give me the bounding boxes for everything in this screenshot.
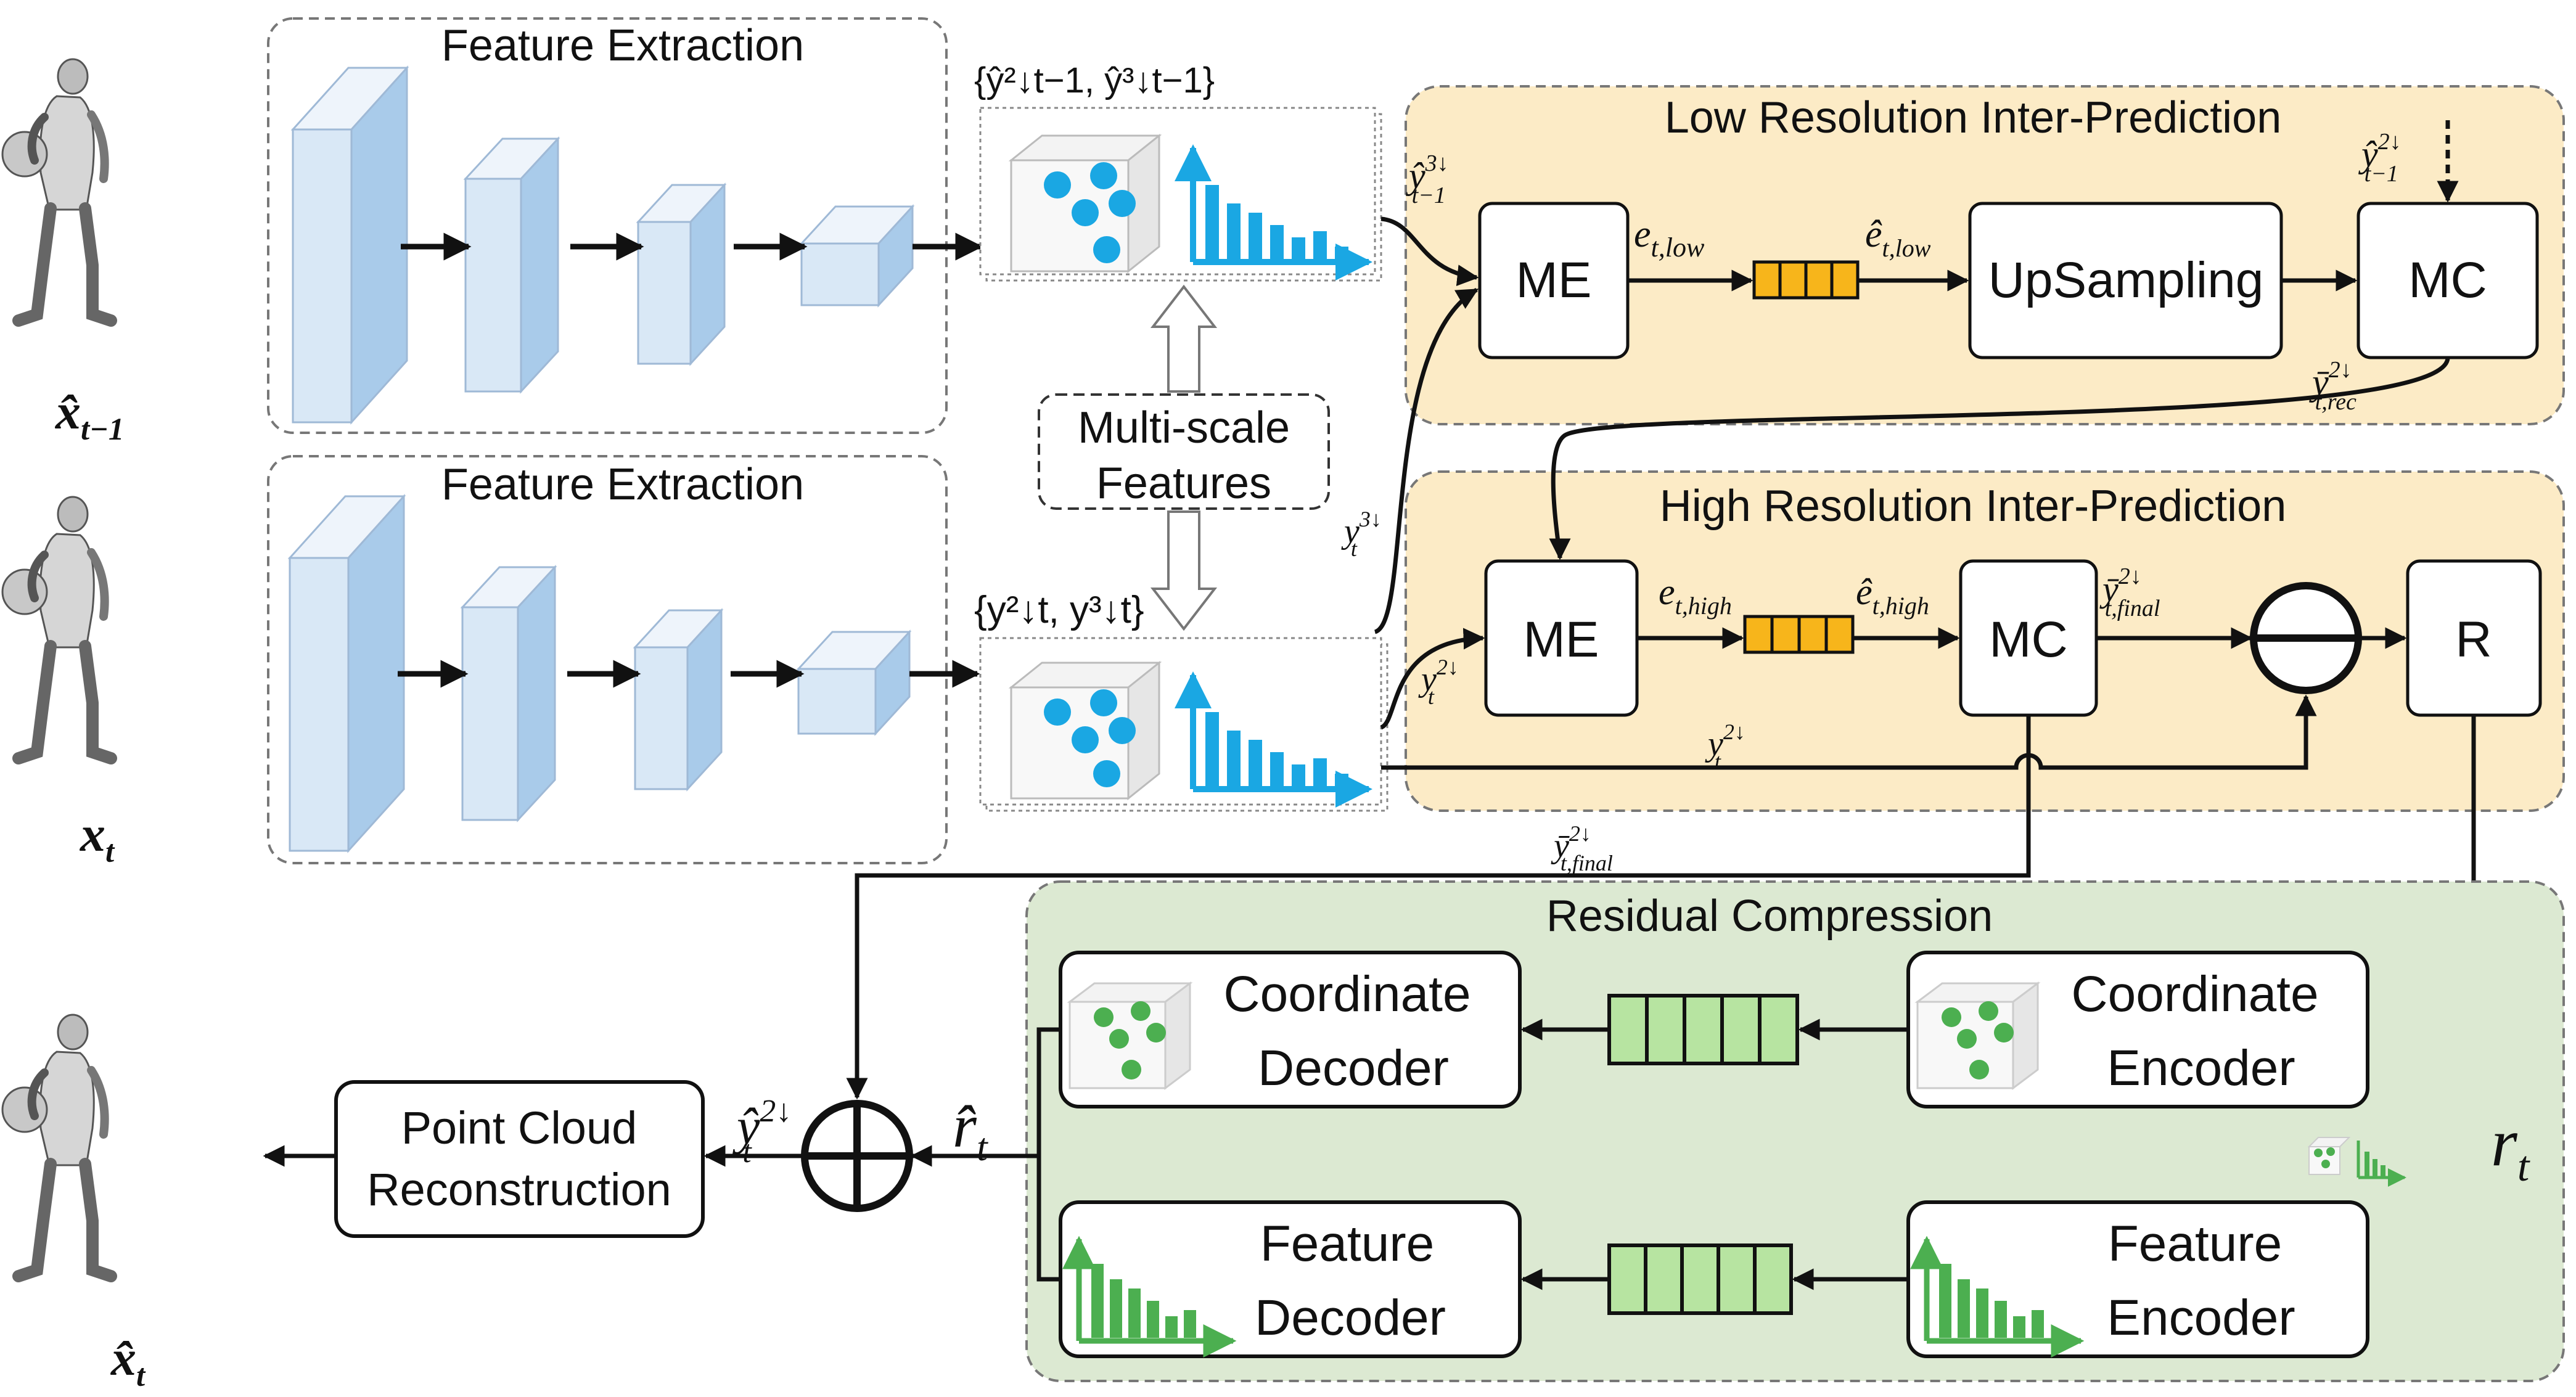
feature-extraction-bottom: Feature Extraction bbox=[267, 455, 980, 864]
svg-text:y3↓t: y3↓t bbox=[1341, 507, 1382, 561]
y-final-symbol-bottom: ȳ bbox=[1551, 827, 1570, 865]
reconstruction-line1: Point Cloud bbox=[401, 1102, 638, 1153]
low-res-input-symbol: ŷ bbox=[1405, 155, 1425, 196]
multiscale-top-set-label: {ŷ²↓t−1, ŷ³↓t−1} bbox=[974, 60, 1215, 100]
svg-text:xt: xt bbox=[80, 806, 115, 869]
feature-encoder-line2: Encoder bbox=[2107, 1290, 2295, 1346]
feature-extraction-top-title: Feature Extraction bbox=[441, 21, 804, 70]
prev-frame-figure: x̂t−1 bbox=[2, 59, 124, 446]
svg-text:ŷ2↓t: ŷ2↓t bbox=[732, 1094, 792, 1170]
y2-line-symbol: y bbox=[1705, 725, 1723, 763]
svg-text:y2↓t: y2↓t bbox=[1418, 655, 1459, 709]
low-res-me-label: ME bbox=[1516, 252, 1592, 308]
low-res-mc-label: MC bbox=[2408, 252, 2487, 308]
feature-decoder-line2: Decoder bbox=[1255, 1290, 1446, 1346]
feature-encoder-line1: Feature bbox=[2108, 1216, 2283, 1272]
svg-text:et,high: et,high bbox=[1659, 572, 1732, 620]
e-hat-high-symbol: ê bbox=[1856, 572, 1873, 612]
reconstructed-frame-symbol: x̂ bbox=[110, 1330, 136, 1386]
svg-text:ŷ3↓t−1: ŷ3↓t−1 bbox=[1405, 150, 1449, 208]
coordinate-decoder-line2: Decoder bbox=[1258, 1040, 1449, 1096]
residual-compression: Residual Compression Coordinate Decoder bbox=[1025, 880, 2565, 1382]
svg-text:ȳ2↓t,final: ȳ2↓t,final bbox=[2099, 563, 2160, 621]
subtract-operator bbox=[2250, 582, 2362, 694]
multiscale-features-callout: Multi-scale Features bbox=[1038, 284, 1330, 631]
green-histogram-icon bbox=[1910, 1235, 2085, 1358]
y-hat-output-symbol: ŷ bbox=[732, 1098, 760, 1155]
low-res-quantizer bbox=[1752, 260, 1860, 300]
e-low-symbol: e bbox=[1634, 213, 1651, 255]
residual-r-label: R bbox=[2455, 612, 2492, 668]
svg-text:êt,high: êt,high bbox=[1856, 572, 1929, 620]
current-frame-symbol: x bbox=[80, 806, 105, 862]
high-res-me-label: ME bbox=[1524, 612, 1599, 668]
reconstruction-line2: Reconstruction bbox=[367, 1164, 671, 1215]
output-stage: Point Cloud Reconstruction r̂t ŷ2↓t bbox=[263, 1080, 1039, 1238]
e-hat-low-symbol: ê bbox=[1865, 213, 1882, 255]
multiscale-panel-top: {ŷ²↓t−1, ŷ³↓t−1} bbox=[974, 60, 1382, 282]
point-cloud-reconstruction-box bbox=[334, 1080, 705, 1238]
point-cube-icon bbox=[1008, 660, 1162, 801]
high-res-mc-label: MC bbox=[1989, 612, 2068, 668]
y2-input-symbol: y bbox=[1418, 660, 1437, 698]
coordinate-quantizer bbox=[1607, 994, 1799, 1065]
feature-extraction-top: Feature Extraction bbox=[267, 17, 983, 434]
high-res-title: High Resolution Inter-Prediction bbox=[1660, 481, 2287, 531]
high-resolution-inter-prediction: High Resolution Inter-Prediction ME MC R bbox=[1380, 470, 2565, 812]
svg-text:r̂t: r̂t bbox=[953, 1092, 989, 1169]
feature-histogram-icon bbox=[1175, 671, 1372, 808]
upsampling-label: UpSampling bbox=[1988, 252, 2264, 308]
small-residual-icons bbox=[2307, 1137, 2406, 1187]
e-high-symbol: e bbox=[1659, 572, 1675, 612]
multiscale-label-line2: Features bbox=[1096, 459, 1271, 508]
multiscale-panel-bottom: {y²↓t, y³↓t} bbox=[974, 589, 1388, 812]
svg-text:y2↓t: y2↓t bbox=[1705, 719, 1745, 774]
feature-histogram-icon bbox=[1175, 144, 1372, 281]
low-res-title: Low Resolution Inter-Prediction bbox=[1665, 93, 2282, 142]
svg-text:êt,low: êt,low bbox=[1865, 213, 1931, 262]
r-hat-symbol: r̂ bbox=[953, 1092, 977, 1160]
multiscale-bottom-set-label: {y²↓t, y³↓t} bbox=[974, 589, 1144, 631]
svg-text:x̂t−1: x̂t−1 bbox=[55, 383, 124, 446]
green-histogram-icon bbox=[1062, 1235, 1237, 1358]
multiscale-label-line1: Multi-scale bbox=[1078, 403, 1290, 453]
cnn-blocks-top bbox=[290, 65, 915, 425]
svg-text:et,low: et,low bbox=[1634, 213, 1705, 263]
low-resolution-inter-prediction: Low Resolution Inter-Prediction ME UpSam… bbox=[1405, 85, 2565, 425]
point-cube-icon bbox=[1008, 133, 1162, 274]
svg-text:ŷ2↓t−1: ŷ2↓t−1 bbox=[2358, 129, 2402, 187]
current-frame-figure: xt bbox=[2, 497, 115, 869]
svg-text:x̂t: x̂t bbox=[110, 1330, 146, 1393]
y3-symbol: y bbox=[1341, 512, 1360, 551]
r-t-symbol: r bbox=[2491, 1105, 2518, 1180]
svg-text:rt: rt bbox=[2491, 1105, 2530, 1190]
reconstructed-frame-figure: x̂t bbox=[2, 1015, 146, 1393]
green-point-cube-icon bbox=[1914, 981, 2041, 1090]
coordinate-encoder-line1: Coordinate bbox=[2071, 966, 2318, 1022]
cnn-blocks-bottom bbox=[287, 494, 912, 853]
feature-extraction-bottom-title: Feature Extraction bbox=[441, 460, 804, 509]
svg-text:ȳ2↓t,final: ȳ2↓t,final bbox=[1551, 821, 1613, 875]
feature-quantizer bbox=[1607, 1243, 1793, 1315]
coordinate-decoder-line1: Coordinate bbox=[1223, 966, 1471, 1022]
prev-frame-symbol: x̂ bbox=[55, 383, 81, 440]
y-final-symbol-top: ȳ bbox=[2099, 569, 2119, 609]
coordinate-encoder-line2: Encoder bbox=[2107, 1040, 2295, 1096]
low-res-mc-input-symbol: ŷ bbox=[2358, 134, 2378, 174]
high-res-quantizer bbox=[1743, 615, 1855, 654]
green-point-cube-icon bbox=[1067, 981, 1193, 1090]
residual-title: Residual Compression bbox=[1546, 891, 1993, 941]
feature-decoder-line1: Feature bbox=[1260, 1216, 1435, 1272]
